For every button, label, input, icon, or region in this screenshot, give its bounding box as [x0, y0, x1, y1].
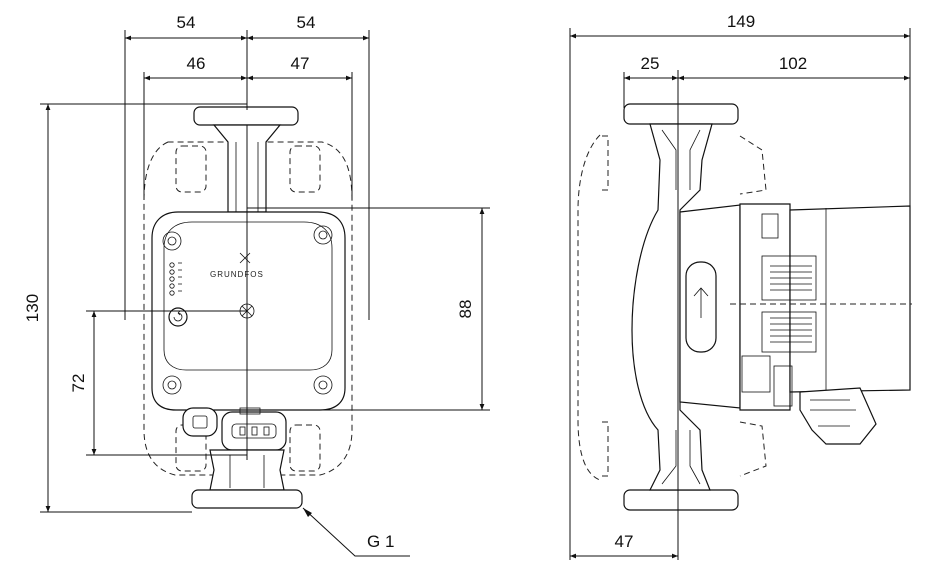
dim-height-box: 88 — [456, 300, 475, 319]
side-connector-bottom — [741, 355, 793, 407]
front-ext-lines-outer — [124, 30, 370, 320]
front-control-panel — [163, 221, 333, 371]
dim-flange-left: 46 — [187, 54, 206, 73]
front-screw-bottom-left — [162, 375, 182, 395]
front-bottom-flange — [191, 489, 303, 509]
dim-total-length: 149 — [727, 12, 755, 31]
dim-left-offset: 25 — [641, 54, 660, 73]
dim-height-lower: 72 — [69, 374, 88, 393]
side-cable-plug — [799, 387, 877, 445]
side-pump-body — [631, 123, 713, 491]
front-terminal-strip — [239, 407, 261, 415]
side-motor-housing — [739, 203, 791, 411]
front-indicator-leds — [169, 262, 182, 296]
front-ext-lines-height — [40, 103, 247, 513]
front-dashed-inlet-right — [289, 145, 321, 193]
side-body-ribs — [661, 129, 701, 190]
side-flow-direction-icon — [685, 261, 717, 353]
front-bottom-ribs — [229, 455, 265, 488]
front-neck-ribs — [235, 142, 259, 212]
front-connector-small — [182, 407, 218, 437]
dim-height-total: 130 — [23, 294, 42, 322]
thread-label: G 1 — [367, 532, 394, 551]
side-cooling-fins — [761, 255, 817, 353]
front-screw-top-left — [162, 231, 182, 251]
dim-right-length: 102 — [779, 54, 807, 73]
side-ext-lines-total — [569, 28, 911, 560]
side-dashed-right — [739, 135, 767, 477]
front-connector-main — [221, 411, 287, 451]
front-screw-bottom-right — [313, 375, 333, 395]
side-bottom-flange — [623, 489, 739, 511]
brand-label: GRUNDFOS — [210, 270, 264, 279]
front-ext-lines-lower — [86, 310, 247, 456]
front-screw-top-right — [313, 225, 333, 245]
front-dashed-inlet-left — [175, 145, 207, 193]
front-dashed-envelope — [143, 141, 353, 476]
thread-leader-arrow — [303, 508, 312, 517]
front-dashed-outlet-left — [175, 424, 207, 472]
side-dashed-left — [577, 134, 601, 481]
front-mode-button-icon — [168, 307, 188, 327]
front-ext-lines-box — [247, 207, 490, 411]
dim-flange-right: 47 — [291, 54, 310, 73]
dim-width-right: 54 — [297, 13, 316, 32]
side-connector-top — [761, 213, 779, 239]
side-dashed-ports — [602, 135, 609, 477]
front-dashed-outlet-right — [289, 424, 321, 472]
thread-leader-line — [302, 507, 410, 557]
side-body-ribs-bottom — [661, 430, 701, 485]
front-ext-lines-flange — [143, 72, 353, 200]
side-top-flange — [623, 103, 739, 125]
grundfos-logo: GRUNDFOS — [210, 252, 264, 279]
side-view: 149 25 102 47 — [569, 12, 912, 560]
dim-bottom-offset: 47 — [615, 532, 634, 551]
front-top-flange — [193, 106, 299, 126]
front-view: GRUNDFOS 54 54 — [23, 13, 490, 557]
side-motor-rear — [789, 205, 911, 393]
dim-width-left: 54 — [177, 13, 196, 32]
